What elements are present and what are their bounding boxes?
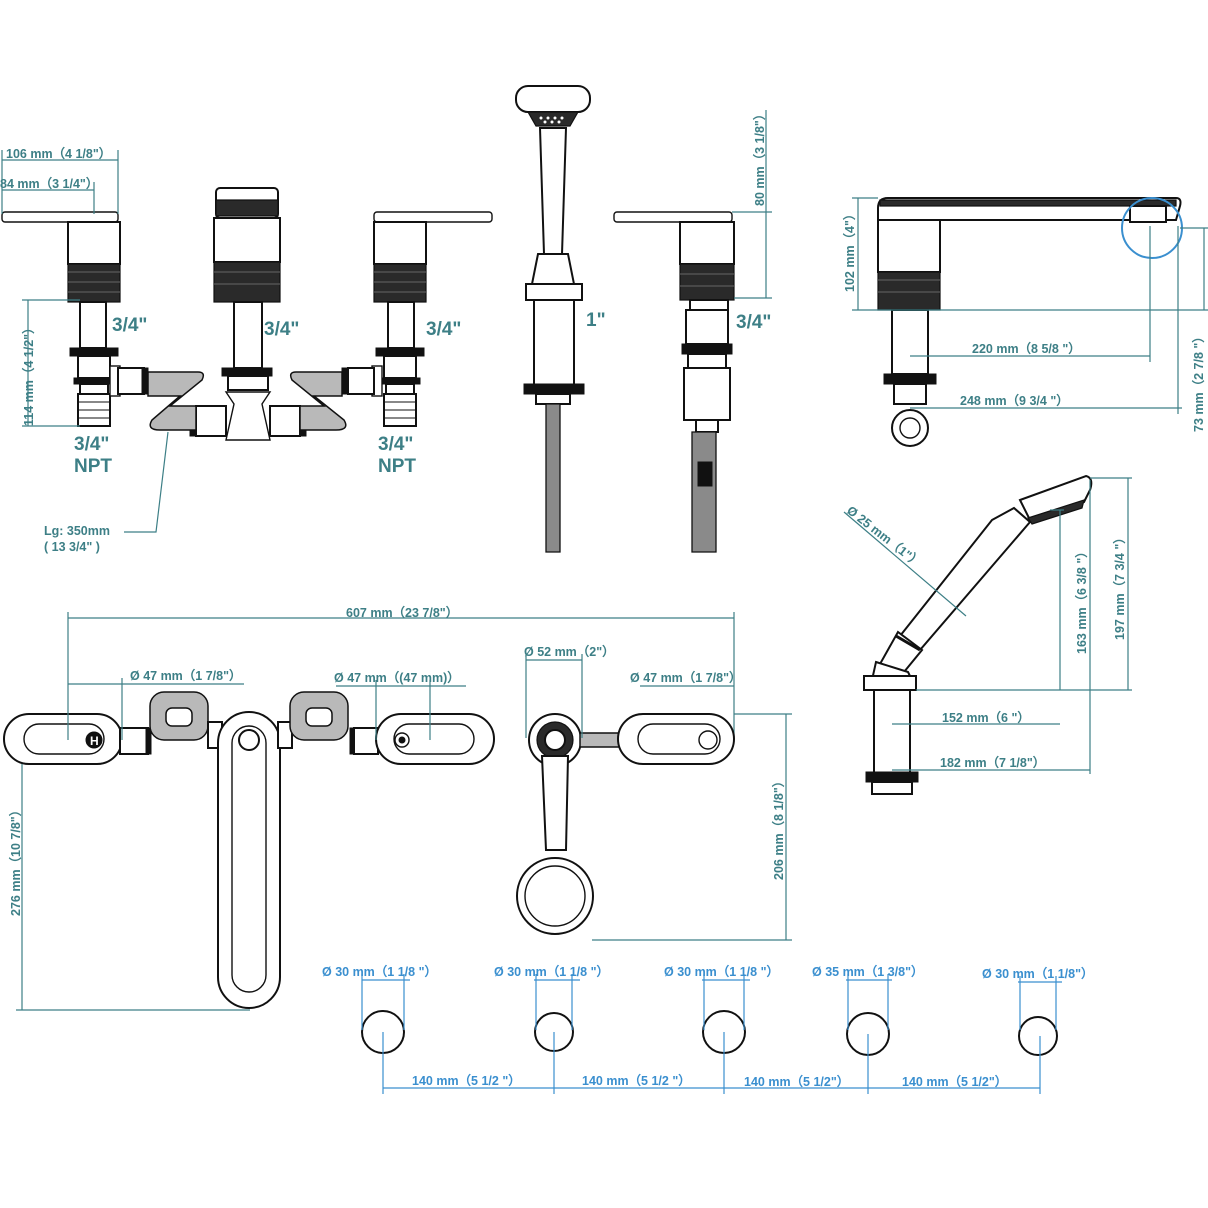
deck-hole-pattern: Ø 30 mm（1 1/8 "） Ø 30 mm（1 1/8 "） Ø 30 m… [322, 964, 1094, 1094]
hot-mark-label: H [90, 734, 99, 748]
handshower-vertical: 1" [515, 85, 606, 553]
npt-right-label: NPT [378, 456, 416, 477]
spout-side-view: 102 mm（4"） 220 mm（8 5/8 "） 248 mm（9 3/4 … [842, 197, 1208, 447]
dim-diameter-47-right: Ø 47 mm（1 7/8"） [630, 670, 742, 685]
dim-diameter-52: Ø 52 mm（2"） [524, 644, 615, 659]
left-supply-pipe [147, 371, 205, 431]
right-valve [341, 211, 493, 427]
npt-left-label: NPT [74, 456, 112, 477]
plan-view-left: H 607 mm（23 7/8"） Ø 47 mm（1 7/8"） Ø 47 m… [3, 605, 735, 1011]
thread-label-right: 3/4" [426, 319, 461, 340]
diverter-valve: 3/4" 80 mm（3 1/8"） [613, 108, 772, 553]
hole-3-dia: Ø 30 mm（1 1/8 "） [664, 964, 779, 979]
thread-label-1inch: 1" [586, 310, 606, 331]
handshower-angled: Ø 25 mm（1"） 163 mm（6 3/8 "） 197 mm（7 3/4… [843, 474, 1132, 795]
hole-2-dia: Ø 30 mm（1 1/8 "） [494, 964, 609, 979]
dim-reach-220: 220 mm（8 5/8 "） [972, 341, 1081, 356]
dim-width-106: 106 mm（4 1/8"） [6, 146, 111, 161]
valve-assembly-front: 3/4" 3/4" 3/4" 3/4" NPT 3/4" NPT 106 mm（… [0, 146, 493, 554]
right-supply-pipe [289, 371, 347, 431]
center-valve [189, 187, 307, 441]
hole-5 [1018, 1016, 1058, 1056]
dim-height-102: 102 mm（4"） [842, 208, 857, 292]
plan-view-handshower: Ø 52 mm（2"） Ø 47 mm（1 7/8"） 206 mm（8 1/8… [516, 644, 792, 941]
dim-height-197: 197 mm（7 3/4 "） [1112, 531, 1127, 640]
dim-depth-152: 152 mm（6 "） [942, 710, 1030, 725]
thread-label-diverter: 3/4" [736, 312, 771, 333]
spacing-1: 140 mm（5 1/2 "） [412, 1073, 521, 1088]
npt-right-size: 3/4" [378, 434, 413, 455]
dim-depth-206: 206 mm（8 1/8"） [771, 775, 786, 880]
npt-left-size: 3/4" [74, 434, 109, 455]
dim-diameter-47-left: Ø 47 mm（1 7/8"） [130, 668, 242, 683]
left-valve [1, 211, 149, 427]
thread-label-left: 3/4" [112, 315, 147, 336]
dim-diameter-25: Ø 25 mm（1"） [844, 503, 925, 571]
dim-depth-182: 182 mm（7 1/8"） [940, 755, 1045, 770]
hose-length-label: Lg: 350mm [44, 524, 110, 538]
hose-length-imperial: ( 13 3/4" ) [44, 540, 100, 554]
dim-height-114: 114 mm（4 1/2"） [21, 321, 36, 426]
dim-height-73: 73 mm（2 7/8 "） [1191, 330, 1206, 432]
hole-4-dia: Ø 35 mm（1 3/8"） [812, 964, 924, 979]
dim-height-163: 163 mm（6 3/8 "） [1074, 545, 1089, 654]
dim-height-80: 80 mm（3 1/8"） [752, 108, 767, 206]
hole-1-dia: Ø 30 mm（1 1/8 "） [322, 964, 437, 979]
spacing-2: 140 mm（5 1/2 "） [582, 1073, 691, 1088]
dim-depth-276: 276 mm（10 7/8"） [8, 804, 23, 916]
hole-5-dia: Ø 30 mm（1 1/8"） [982, 966, 1094, 981]
dim-diameter-47-mid: Ø 47 mm（(47 mm)） [334, 670, 460, 685]
spacing-4: 140 mm（5 1/2"） [902, 1074, 1007, 1089]
dim-total-607: 607 mm（23 7/8"） [346, 605, 458, 620]
spacing-3: 140 mm（5 1/2"） [744, 1074, 849, 1089]
dim-width-84: 84 mm（3 1/4"） [0, 176, 98, 191]
thread-label-center: 3/4" [264, 319, 299, 340]
dim-reach-248: 248 mm（9 3/4 "） [960, 393, 1069, 408]
